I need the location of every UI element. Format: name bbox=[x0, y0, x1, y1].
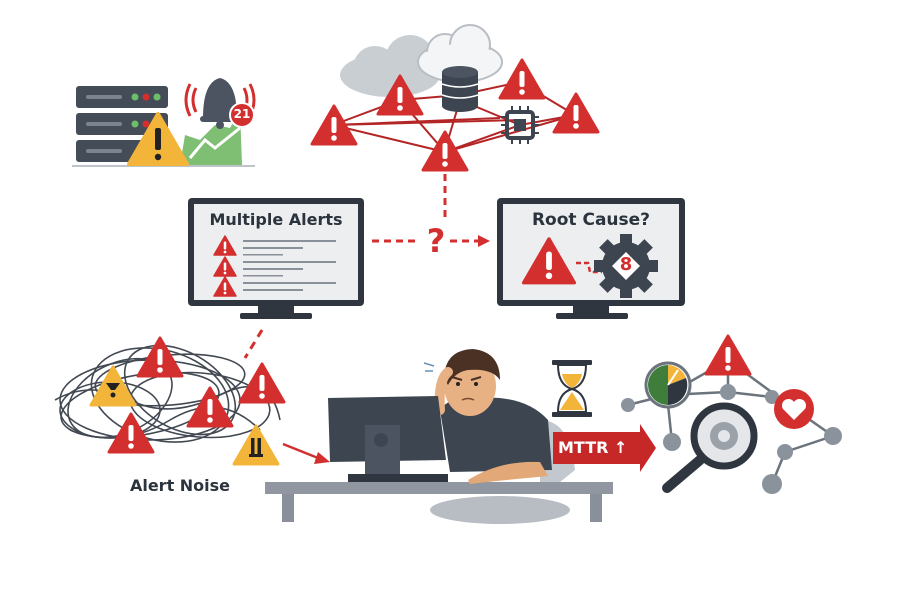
bell-icon bbox=[184, 78, 256, 129]
alert-triangle-icon bbox=[498, 58, 546, 100]
gauge-icon bbox=[644, 361, 692, 409]
server-panel bbox=[72, 78, 256, 167]
left-monitor bbox=[188, 198, 364, 319]
question-connector bbox=[372, 235, 490, 247]
notification-count: 21 bbox=[233, 107, 251, 121]
alert-triangle-icon bbox=[552, 92, 600, 134]
mttr-text: MTTR bbox=[558, 438, 609, 457]
engineer-at-desk bbox=[265, 349, 613, 524]
question-mark-icon: ? bbox=[426, 222, 446, 260]
cloud-icon bbox=[340, 24, 503, 97]
arrow-up-icon: ↑ bbox=[614, 438, 628, 457]
warning-icon bbox=[127, 112, 189, 166]
notification-badge bbox=[229, 102, 255, 128]
mttr-badge bbox=[553, 424, 656, 472]
magnifier-icon bbox=[662, 402, 758, 493]
right-monitor bbox=[497, 198, 685, 319]
hourglass-icon bbox=[552, 360, 592, 417]
left-monitor-title: Multiple Alerts bbox=[209, 210, 343, 229]
heart-icon bbox=[774, 389, 814, 429]
alert-triangle-icon bbox=[421, 130, 469, 172]
alert-noise-label: Alert Noise bbox=[129, 476, 231, 495]
cpu-chip-icon bbox=[501, 106, 539, 144]
gear-label: 8 bbox=[619, 254, 633, 275]
investigation-cluster bbox=[621, 334, 842, 494]
right-monitor-title: Root Cause? bbox=[531, 210, 651, 230]
database-icon bbox=[441, 66, 479, 112]
alert-noise bbox=[54, 329, 330, 466]
network-cluster bbox=[310, 24, 600, 222]
mttr-label: MTTR ↑ bbox=[558, 438, 627, 457]
